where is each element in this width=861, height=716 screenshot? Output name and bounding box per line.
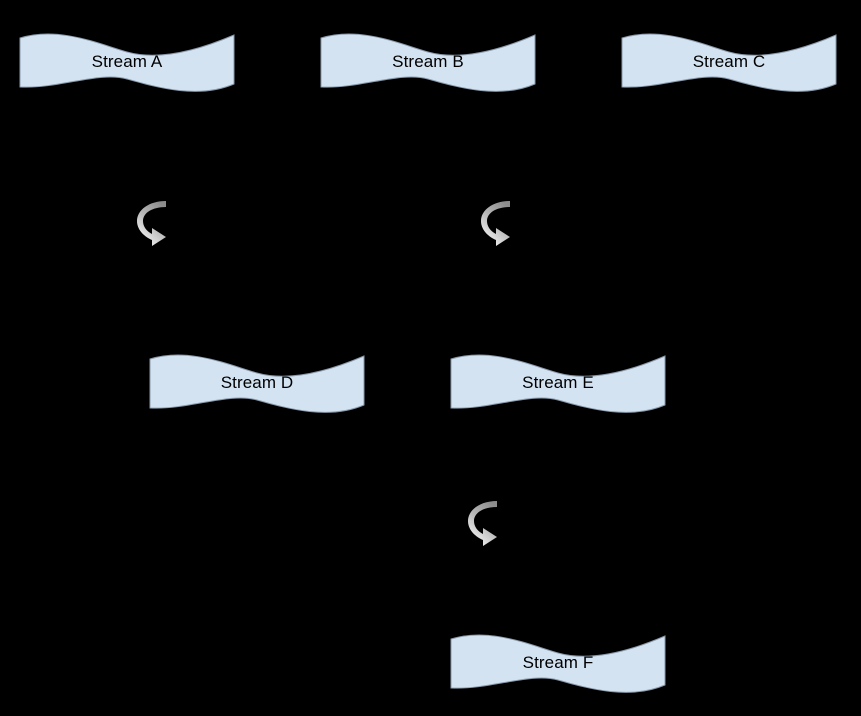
stream-node-a[interactable]: Stream A <box>19 30 235 92</box>
stream-node-d[interactable]: Stream D <box>149 351 365 413</box>
connector-curved-arrow-2[interactable] <box>477 196 517 248</box>
banner-shape-icon <box>450 634 666 693</box>
banner-shape-icon <box>450 354 666 413</box>
stream-node-b[interactable]: Stream B <box>320 30 536 92</box>
banner-shape-icon <box>19 33 235 92</box>
stream-node-f[interactable]: Stream F <box>450 631 666 693</box>
curved-arrow-icon <box>137 201 166 246</box>
connector-curved-arrow-1[interactable] <box>133 196 173 248</box>
connector-curved-arrow-3[interactable] <box>464 496 504 548</box>
stream-node-c[interactable]: Stream C <box>621 30 837 92</box>
banner-shape-icon <box>149 354 365 413</box>
curved-arrow-icon <box>481 201 510 246</box>
curved-arrow-icon <box>468 501 497 546</box>
stream-node-e[interactable]: Stream E <box>450 351 666 413</box>
banner-shape-icon <box>621 33 837 92</box>
banner-shape-icon <box>320 33 536 92</box>
